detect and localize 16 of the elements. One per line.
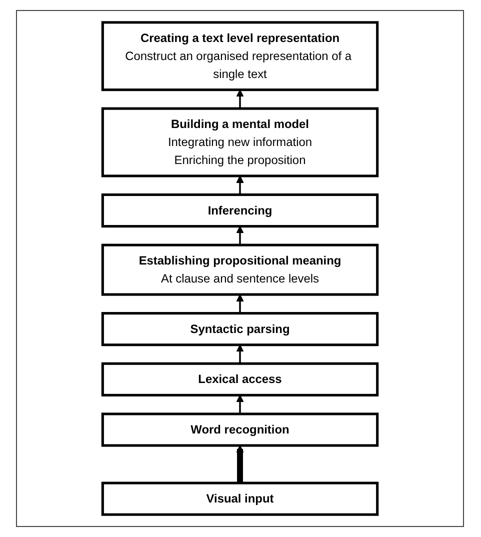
node-box <box>101 244 379 296</box>
node-box <box>101 107 379 178</box>
arrow <box>236 294 244 314</box>
node-box <box>101 193 379 228</box>
node-box <box>101 312 379 346</box>
arrow <box>236 89 244 109</box>
node-box <box>101 412 379 447</box>
arrow <box>236 176 244 195</box>
node-box <box>101 21 379 92</box>
node-box <box>101 362 379 396</box>
figure-frame: Creating a text level representation Construct an organised representation of a single text Building a mental model Integrating new information Enriching the proposition Inferencing Establishing propositional meaning At clause and sentence levels Syntactic parsing Lexical access Word recognition Visual input <box>16 10 464 527</box>
arrow <box>236 445 244 484</box>
arrow <box>236 394 244 414</box>
node-box <box>101 482 379 516</box>
arrow <box>236 344 244 364</box>
arrow <box>236 226 244 246</box>
